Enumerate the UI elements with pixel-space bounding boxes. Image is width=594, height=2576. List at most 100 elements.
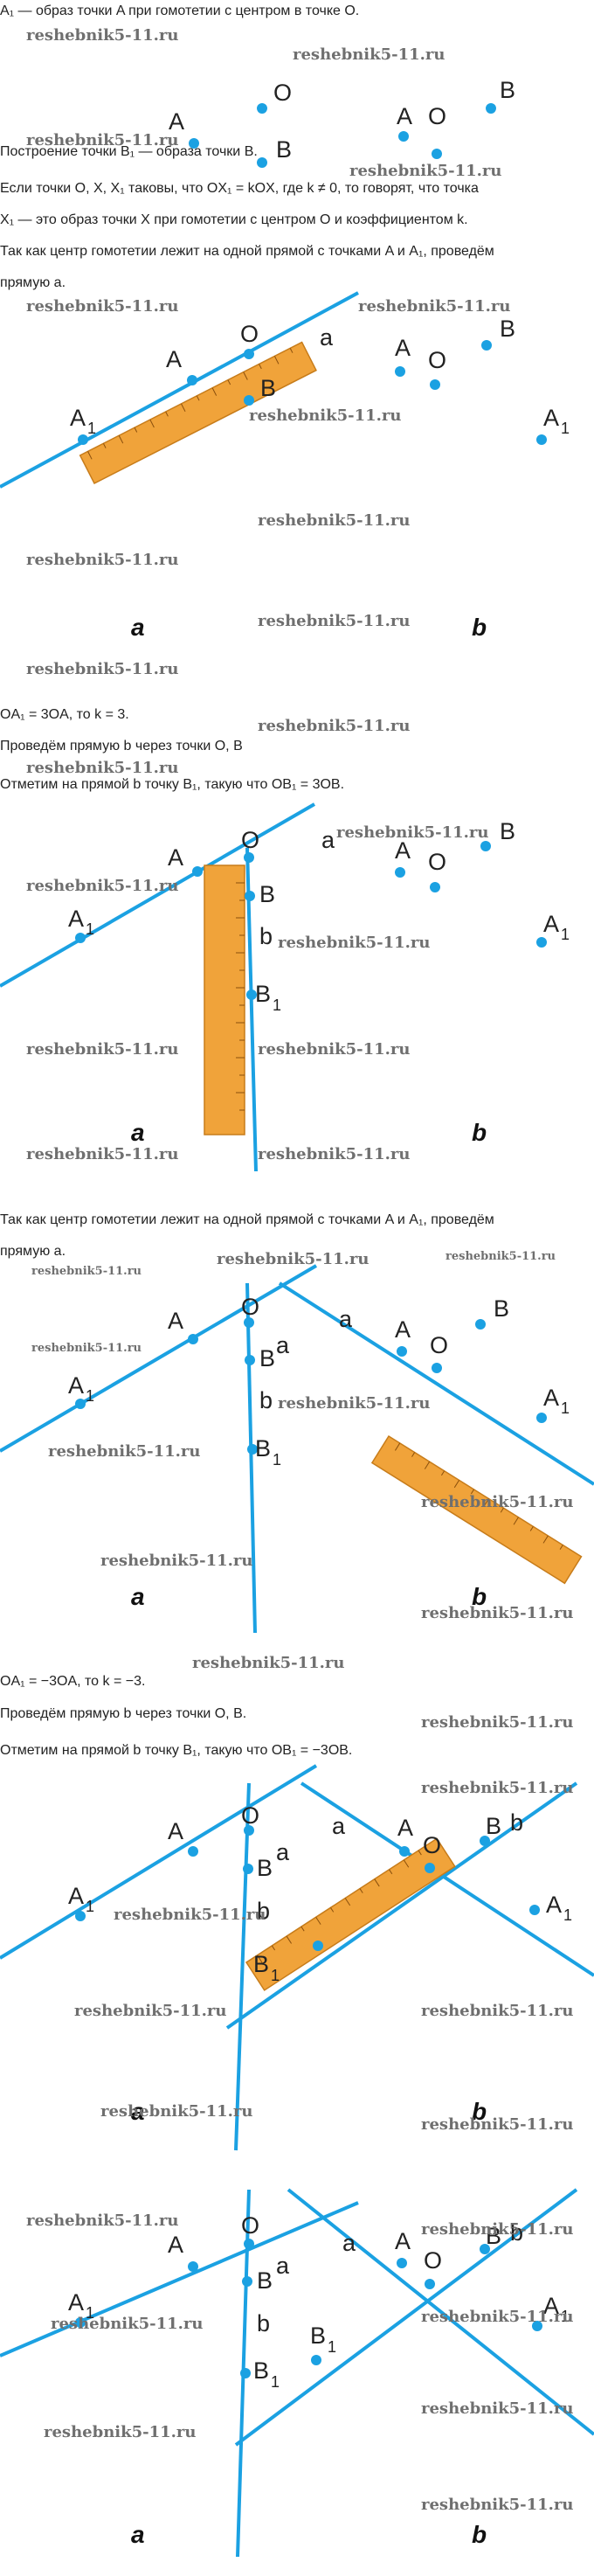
point-a1 (75, 933, 86, 943)
point-b (245, 891, 255, 901)
caption-a: a (131, 2098, 145, 2125)
point-a (187, 375, 197, 385)
point-a2 (395, 366, 405, 377)
watermark: reshebnik5-11.ru (421, 1604, 574, 1622)
label-b: B (500, 77, 515, 103)
label-a1: A (543, 1385, 559, 1411)
watermark: reshebnik5-11.ru (421, 2496, 574, 2514)
label-o: O (241, 2212, 259, 2239)
label-o: O (273, 80, 292, 106)
watermark: reshebnik5-11.ru (421, 2308, 574, 2326)
point-a1 (78, 434, 88, 445)
label-sub: 1 (86, 1387, 94, 1405)
label-b: B (500, 316, 515, 342)
watermark: reshebnik5-11.ru (258, 511, 411, 530)
point-a2 (397, 1346, 407, 1357)
label-b: B (494, 1295, 509, 1322)
point-a1-2 (529, 1905, 540, 1915)
label-sub: 1 (273, 1451, 281, 1469)
label-a1: A (543, 2293, 559, 2319)
label-line-a: a (339, 1306, 353, 1332)
line-a (0, 802, 316, 988)
figure-line-a: A 1 A O B a A O B A 1 a b (0, 291, 570, 641)
watermark: reshebnik5-11.ru (26, 660, 179, 678)
point-b1-2 (311, 2355, 321, 2365)
label-o: O (241, 1294, 259, 1320)
label-a: A (395, 335, 411, 361)
label-a1: A (68, 1883, 84, 1909)
point-o2 (430, 379, 440, 390)
point-o (257, 103, 267, 114)
watermark: reshebnik5-11.ru (446, 1250, 556, 1263)
watermark: reshebnik5-11.ru (26, 2211, 179, 2230)
label-o: O (241, 1802, 259, 1829)
caption-a: a (131, 614, 145, 641)
point-b2 (480, 841, 491, 851)
text-line: прямую a. (0, 1244, 66, 1259)
point-o (244, 1317, 254, 1328)
point-b2 (480, 1836, 490, 1846)
line-bb1 (225, 1781, 578, 2030)
label-a: A (395, 837, 411, 864)
watermark: reshebnik5-11.ru (421, 1779, 574, 1797)
text-line: Если точки O, X, X₁ таковы, что OX₁ = kO… (0, 181, 479, 196)
watermark: reshebnik5-11.ru (26, 297, 179, 316)
text-line: OA₁ = −3OA, то k = −3. (0, 1674, 146, 1689)
label-a: A (168, 1818, 183, 1844)
watermark: reshebnik5-11.ru (421, 2002, 574, 2020)
point-a1-2 (536, 434, 547, 445)
label-a1: A (68, 1372, 84, 1399)
label-b1: B (255, 981, 271, 1007)
watermark: reshebnik5-11.ru (31, 1342, 142, 1355)
label-a1: A (68, 906, 84, 932)
label-b: B (260, 375, 276, 401)
label-a: A (397, 1815, 413, 1841)
watermark: reshebnik5-11.ru (74, 2002, 227, 2020)
point-a (189, 138, 199, 149)
text-line: Отметим на прямой b точку B₁, такую что … (0, 1743, 353, 1758)
point-o2 (425, 2279, 435, 2289)
point-b (244, 395, 254, 406)
label-o: O (424, 2247, 442, 2274)
watermark: reshebnik5-11.ru (48, 1442, 201, 1461)
point-b2 (480, 2244, 490, 2254)
point-b1 (247, 1444, 258, 1455)
label-o: O (241, 827, 259, 853)
watermark: reshebnik5-11.ru (100, 2102, 253, 2121)
point-o2 (430, 882, 440, 892)
label-o: O (240, 321, 259, 347)
label-line-b: b (257, 1898, 270, 1924)
label-o: O (423, 1832, 441, 1858)
point-a1-2 (536, 1413, 547, 1423)
point-a (188, 1334, 198, 1344)
point-a1 (75, 1399, 86, 1409)
point-o (244, 1825, 254, 1836)
watermark: reshebnik5-11.ru (258, 612, 411, 630)
label-b1: B (310, 2323, 326, 2349)
label-b: B (486, 2223, 501, 2249)
watermark: reshebnik5-11.ru (26, 26, 179, 45)
label-sub: 1 (86, 2304, 94, 2322)
point-b1 (313, 1941, 323, 1951)
watermark: reshebnik5-11.ru (26, 131, 179, 149)
point-a2 (399, 1846, 410, 1857)
text-line: A₁ — образ точки A при гомотетии с центр… (0, 3, 360, 18)
label-sub: 1 (271, 2373, 280, 2391)
point-b1 (240, 2368, 251, 2378)
line-a (0, 1264, 318, 1453)
label-a: A (395, 2228, 411, 2254)
label-sub: 1 (86, 1898, 94, 1915)
label-sub: 1 (273, 996, 281, 1014)
point-a2 (397, 2258, 407, 2268)
point-b1 (246, 989, 257, 1000)
label-a: A (169, 108, 184, 135)
point-b (242, 2276, 252, 2287)
label-b1: B (255, 1435, 271, 1462)
point-o2 (425, 1863, 435, 1873)
label-b1: B (253, 2357, 269, 2384)
label-line-a: a (342, 2230, 356, 2256)
watermark: reshebnik5-11.ru (249, 406, 402, 425)
watermark: reshebnik5-11.ru (26, 551, 179, 569)
label-sub: 1 (561, 926, 570, 943)
caption-b: b (472, 614, 487, 641)
